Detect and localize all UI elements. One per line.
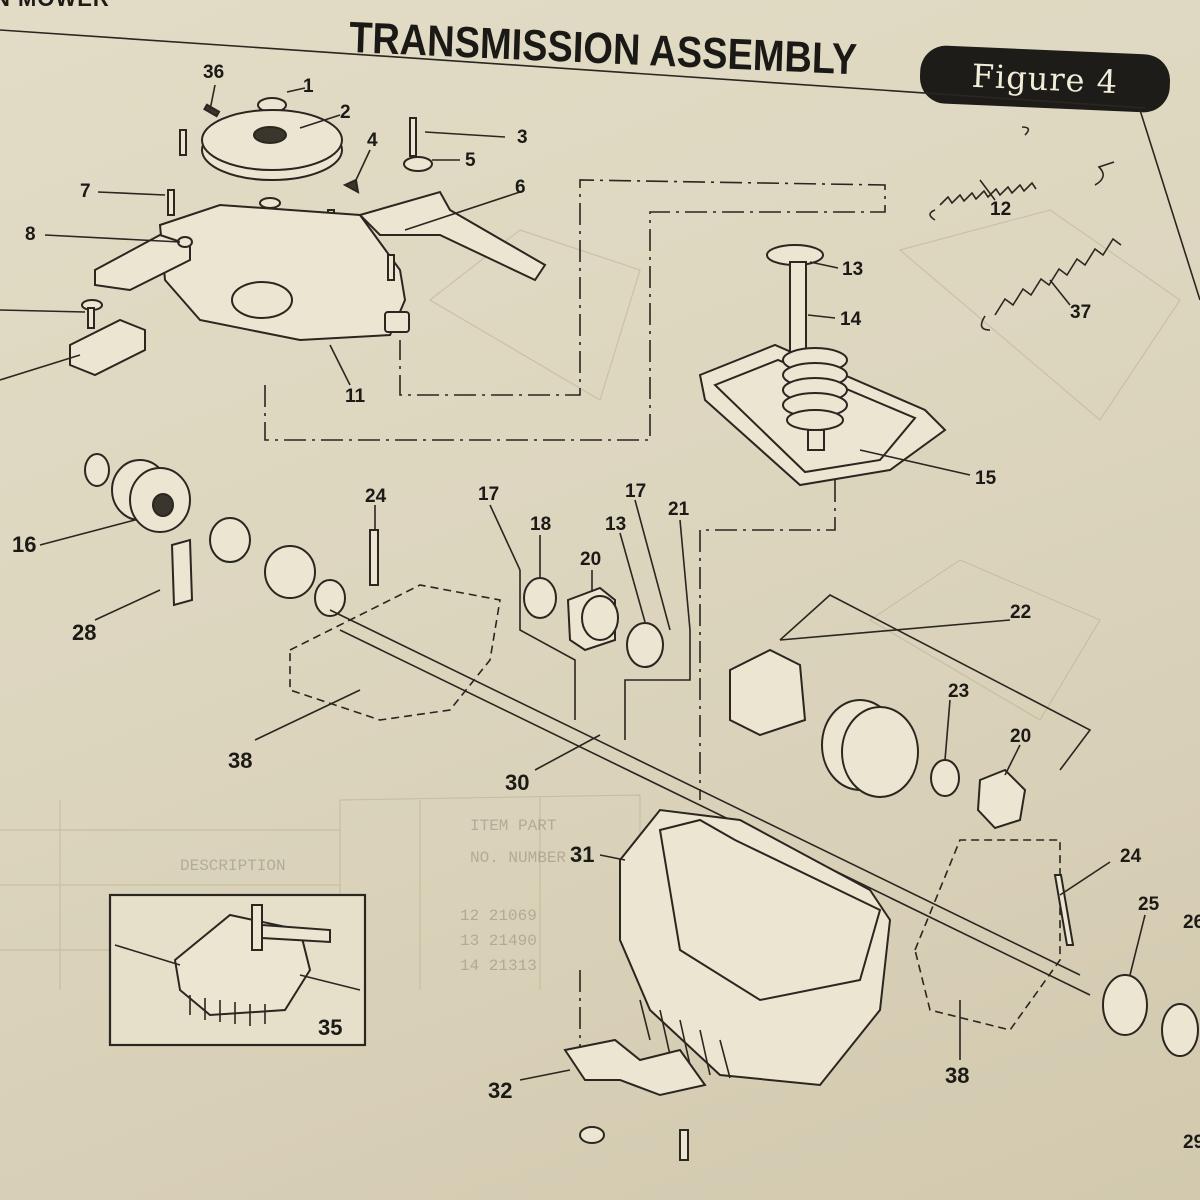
bg-table-row-2: 13 21490 [460, 932, 537, 950]
bracket-lower [69, 318, 146, 377]
callout-35: 35 [318, 1015, 342, 1040]
leader-paths [264, 179, 886, 1050]
background-table-text: ITEM PART NO. NUMBER DESCRIPTION 12 2106… [180, 817, 566, 975]
callout-16: 16 [12, 532, 36, 557]
key-4 [342, 178, 360, 194]
nut-32 [579, 1126, 605, 1144]
bg-table-row-3: 14 21313 [460, 957, 537, 975]
section-header: N MOWER [0, 0, 110, 12]
callout-26: 26 [1183, 912, 1200, 933]
callout-21: 21 [668, 499, 690, 520]
bg-table-header-3: DESCRIPTION [180, 857, 286, 875]
frame-line [1139, 109, 1200, 301]
axle-30 [329, 609, 1081, 976]
callout-leaders [0, 84, 1146, 1081]
callout-36: 36 [203, 62, 224, 83]
callout-15: 15 [975, 468, 997, 489]
callout-24b: 24 [1120, 846, 1142, 867]
shift-lever-6 [358, 190, 547, 282]
bg-table-header-2: NO. NUMBER [470, 849, 566, 867]
callout-7: 7 [80, 181, 91, 202]
bg-table-header-1: ITEM PART [470, 817, 556, 835]
washer-16a [84, 453, 110, 487]
lever-block [384, 311, 410, 333]
callout-12: 12 [990, 199, 1011, 220]
callout-23: 23 [948, 681, 969, 702]
clutch-22 [729, 648, 807, 737]
bearing-a [264, 545, 316, 599]
callout-17a: 17 [478, 484, 499, 505]
worm-shaft-assembly [698, 244, 947, 487]
callout-11: 11 [345, 386, 366, 407]
spring-12 [939, 181, 1037, 206]
worm-shaft-14 [789, 261, 807, 353]
washer-26 [1161, 1003, 1199, 1057]
callout-8: 8 [25, 224, 36, 245]
axle-bracket-38b [914, 839, 1061, 1031]
callout-20a: 20 [580, 549, 601, 570]
callout-31: 31 [570, 842, 594, 867]
gear-16 [111, 459, 191, 533]
callout-13a: 13 [842, 259, 863, 280]
callout-29: 29 [1183, 1132, 1200, 1153]
lower-housing [563, 808, 1199, 1161]
pin-36 [203, 103, 221, 118]
bolt-3 [409, 117, 417, 157]
nut-20b [976, 768, 1027, 830]
callout-17b: 17 [625, 481, 646, 502]
callout-18: 18 [530, 514, 551, 535]
callout-3: 3 [517, 127, 528, 148]
washer-a [209, 517, 251, 563]
header-rule [0, 29, 1146, 109]
callout-24a: 24 [365, 486, 387, 507]
bracket-32 [563, 1038, 707, 1097]
pin-24a [369, 529, 379, 586]
callout-13b: 13 [605, 514, 626, 535]
shaft-parts [84, 453, 1092, 996]
callout-14: 14 [840, 309, 862, 330]
callout-5: 5 [465, 150, 476, 171]
callout-28: 28 [72, 620, 96, 645]
pin-24b [1053, 874, 1075, 946]
callout-6: 6 [515, 177, 526, 198]
callout-1: 1 [303, 76, 314, 97]
washer-23 [930, 759, 960, 797]
callout-4: 4 [367, 130, 378, 151]
worm-gear [782, 347, 848, 431]
callout-22: 22 [1010, 602, 1031, 623]
upper-assembly [69, 97, 547, 377]
housing-cover-11 [158, 203, 407, 342]
washer-13b [626, 622, 664, 668]
bracket-8 [94, 233, 191, 292]
springs [929, 126, 1122, 331]
callout-2: 2 [340, 102, 351, 123]
inset-35 [108, 893, 367, 1047]
callout-38b: 38 [945, 1063, 969, 1088]
callout-32: 32 [488, 1078, 512, 1103]
callout-30: 30 [505, 770, 529, 795]
bg-table-row-1: 12 21069 [460, 907, 537, 925]
callout-numbers: 36 1 2 3 4 5 6 7 8 11 12 13 14 15 37 16 … [12, 62, 1200, 1153]
spring-37 [994, 237, 1122, 316]
washer-5 [403, 156, 433, 172]
axle-bracket-38a [289, 584, 501, 721]
key-28 [170, 538, 194, 607]
bearing-25 [1102, 974, 1148, 1036]
callout-38a: 38 [228, 748, 252, 773]
callout-20b: 20 [1010, 726, 1031, 747]
callout-37: 37 [1070, 302, 1091, 323]
callout-25: 25 [1138, 894, 1160, 915]
washer-18 [523, 577, 557, 619]
